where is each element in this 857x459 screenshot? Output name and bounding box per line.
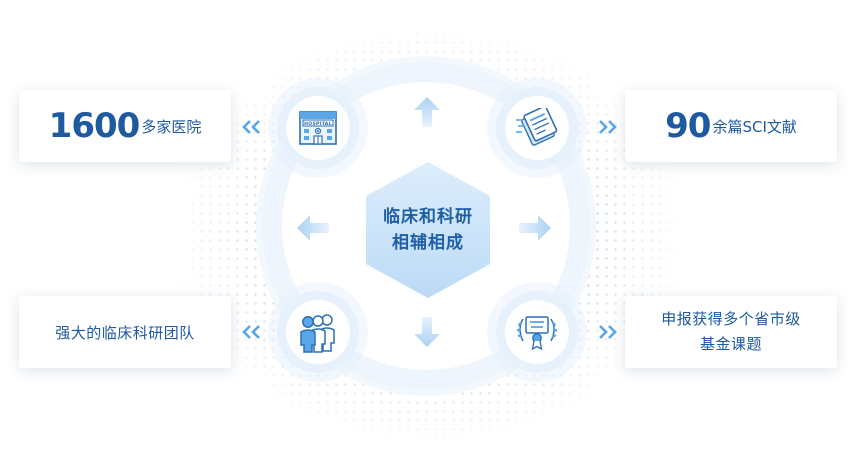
document-icon <box>516 108 558 146</box>
hospitals-count: 1600 <box>48 106 141 146</box>
award-certificate-icon <box>516 316 558 351</box>
hospital-icon: HOSPITAL <box>299 111 337 145</box>
arrow-right-icon <box>519 215 551 241</box>
papers-card: 90 余篇SCI文献 <box>625 90 837 162</box>
hospitals-label: 多家医院 <box>141 117 202 136</box>
chevron-double-left-icon <box>242 325 260 339</box>
hospital-node: HOSPITAL <box>286 96 350 160</box>
team-people-icon <box>300 314 335 353</box>
arrow-down-icon <box>414 317 440 347</box>
award-node <box>505 300 569 364</box>
documents-node <box>505 96 569 160</box>
funding-label-line2: 基金课题 <box>699 335 762 353</box>
center-title-line2: 相辅相成 <box>392 233 464 253</box>
team-node <box>286 300 350 364</box>
papers-count: 90 <box>665 106 711 146</box>
chevron-double-left-icon <box>242 120 260 134</box>
team-card: 强大的临床科研团队 <box>19 296 231 368</box>
chevron-double-right-icon <box>599 120 617 134</box>
hospitals-card: 1600 多家医院 <box>19 90 231 162</box>
hospital-sign-text: HOSPITAL <box>304 121 332 127</box>
funding-label-line1: 申报获得多个省市级 <box>661 310 801 328</box>
funding-card: 申报获得多个省市级 基金课题 <box>625 296 837 368</box>
arrow-up-icon <box>414 97 440 127</box>
arrow-left-icon <box>297 215 329 241</box>
papers-label: 余篇SCI文献 <box>712 117 797 136</box>
team-label: 强大的临床科研团队 <box>55 323 195 342</box>
chevron-double-right-icon <box>599 325 617 339</box>
center-title-line1: 临床和科研 <box>383 207 473 227</box>
